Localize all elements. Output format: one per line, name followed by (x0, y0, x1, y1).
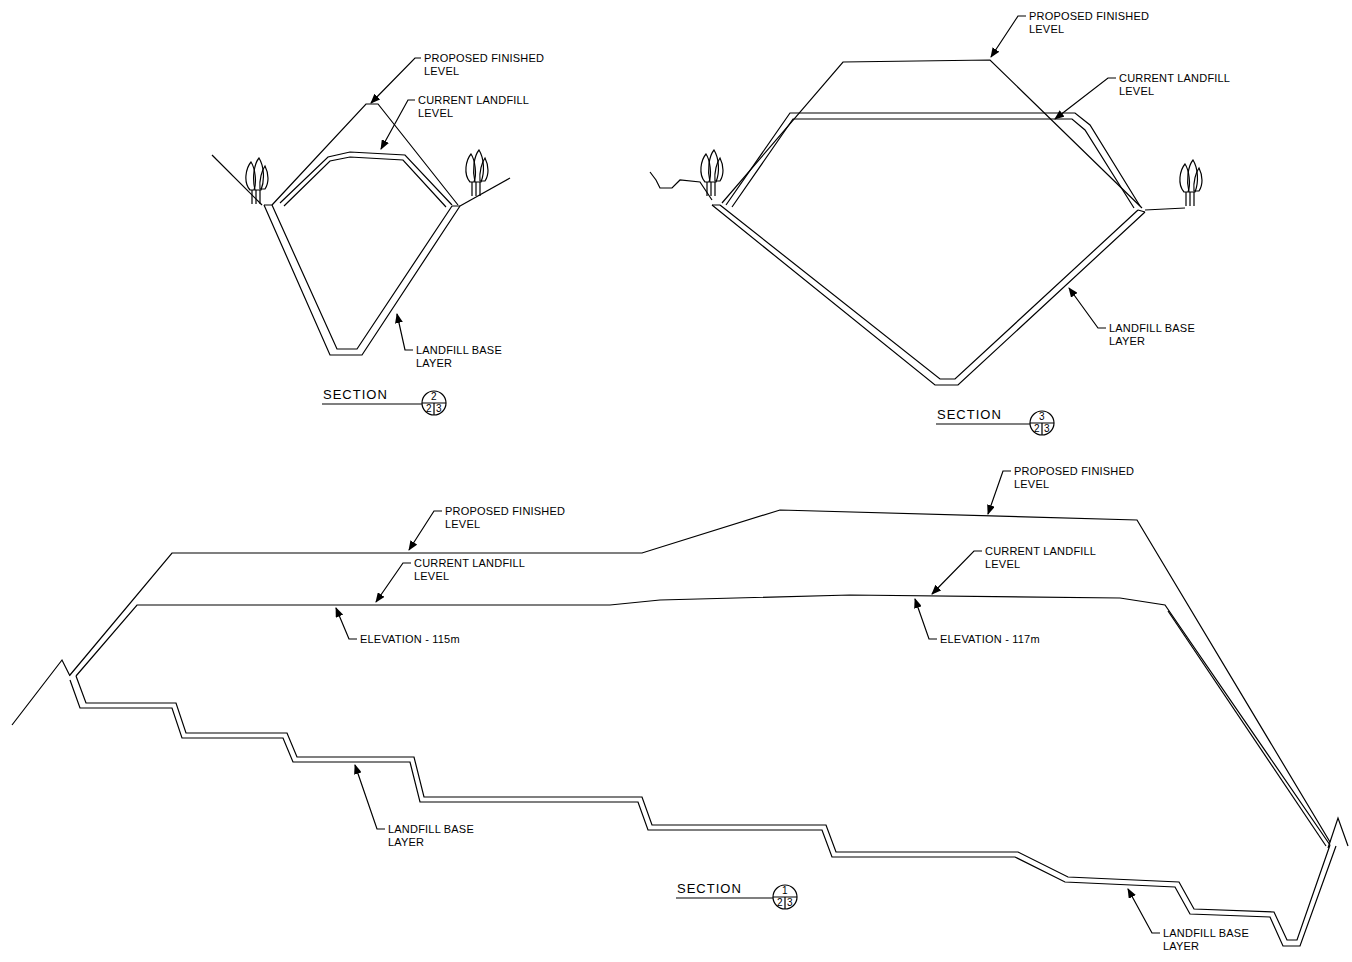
leader-line (1069, 288, 1106, 328)
section-number: 3 (1044, 424, 1050, 434)
base-layer (720, 205, 1138, 379)
leader-line (397, 314, 413, 350)
callout-label: LANDFILL BASE LAYER (1163, 927, 1275, 953)
current-level-liner (1168, 611, 1326, 846)
leader-line (355, 765, 385, 829)
leader-line (932, 551, 982, 594)
title-underline (322, 403, 422, 404)
base-layer (712, 205, 1145, 212)
current-level (76, 595, 1330, 845)
elevation-label: ELEVATION - 115m (360, 633, 460, 646)
callout-label: CURRENT LANDFILL LEVEL (418, 94, 558, 120)
base-layer (264, 205, 460, 355)
tree (1180, 160, 1202, 206)
section-number: 3 (436, 404, 442, 414)
section-title: SECTION (677, 882, 742, 895)
base-layer (70, 680, 1336, 946)
callout-label: PROPOSED FINISHED LEVEL (445, 505, 585, 531)
callout-label: LANDFILL BASE LAYER (388, 823, 500, 849)
section-number: 2 (777, 898, 783, 908)
tree (246, 158, 268, 204)
section-title: SECTION (937, 408, 1002, 421)
callout-label: LANDFILL BASE LAYER (416, 344, 528, 370)
tree (701, 150, 723, 196)
tree (466, 150, 488, 196)
ground-line (12, 660, 70, 725)
section-bubble (773, 897, 797, 909)
ground-line (212, 155, 262, 205)
title-underline (936, 423, 1030, 424)
base-layer (264, 205, 460, 206)
callout-label: LANDFILL BASE LAYER (1109, 322, 1221, 348)
section-number: 3 (787, 898, 793, 908)
leader-line (381, 100, 415, 149)
section-2-drawing (212, 58, 510, 415)
callout-label: CURRENT LANDFILL LEVEL (985, 545, 1125, 571)
leader-line (1128, 889, 1160, 933)
section-bubble (422, 403, 446, 415)
section-number: 2 (1034, 424, 1040, 434)
ground-line (1145, 208, 1185, 210)
elevation-label: ELEVATION - 117m (940, 633, 1040, 646)
section-bubble (422, 391, 446, 415)
leader-line (336, 608, 357, 639)
section-number: 1 (782, 886, 788, 896)
section-bubble (1030, 423, 1054, 435)
current-level-liner (284, 157, 446, 207)
ground-line (1328, 818, 1348, 848)
leader-line (409, 511, 442, 550)
leader-line (1055, 78, 1116, 119)
ground-line (460, 178, 510, 206)
current-level-liner (732, 119, 1134, 208)
section-1-drawing (12, 471, 1348, 946)
leader-line (371, 58, 421, 103)
current-level (280, 152, 452, 205)
callout-label: PROPOSED FINISHED LEVEL (424, 52, 564, 78)
section-bubble (773, 885, 797, 909)
proposed-level (70, 510, 1330, 842)
base-layer (76, 676, 1330, 940)
ground-line (650, 172, 712, 200)
leader-line (915, 599, 937, 639)
callout-label: CURRENT LANDFILL LEVEL (1119, 72, 1259, 98)
proposed-level (722, 60, 1142, 208)
section-title: SECTION (323, 388, 388, 401)
callout-label: CURRENT LANDFILL LEVEL (414, 557, 554, 583)
section-number: 2 (426, 404, 432, 414)
base-layer (712, 205, 1145, 385)
base-layer (272, 205, 452, 349)
section-bubble (1030, 411, 1054, 435)
section-number: 2 (431, 392, 437, 402)
callout-label: PROPOSED FINISHED LEVEL (1014, 465, 1154, 491)
leader-line (991, 16, 1026, 57)
title-underline (676, 897, 773, 898)
callout-label: PROPOSED FINISHED LEVEL (1029, 10, 1169, 36)
leader-line (988, 471, 1011, 514)
section-number: 3 (1039, 412, 1045, 422)
leader-line (376, 563, 411, 602)
